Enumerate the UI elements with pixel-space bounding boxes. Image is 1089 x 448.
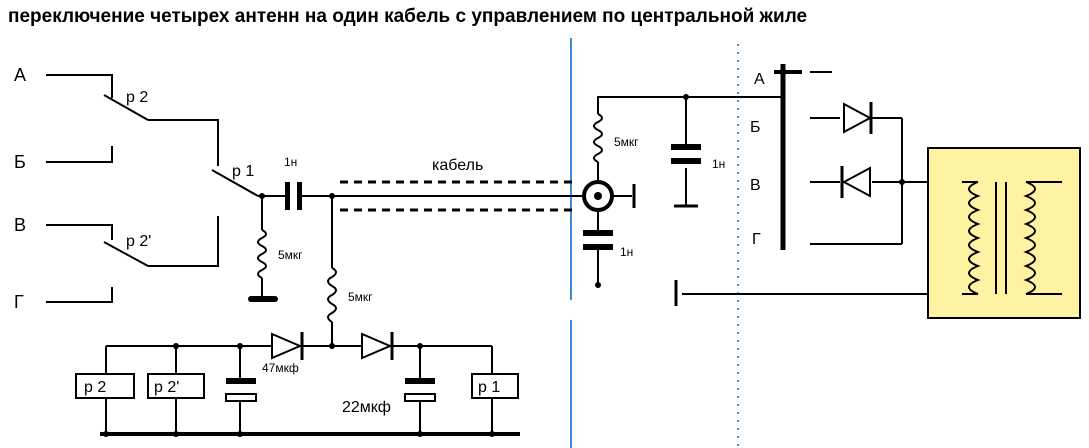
diagram-title: переключение четырех антенн на один кабе… [8,6,807,27]
label-relay-p1: р 1 [232,163,254,180]
relay-box-p2prime [147,373,205,399]
transformer-box [927,147,1081,319]
label-coil-mid: 5мкг [348,290,373,304]
label-relay-p2: р 2 [126,89,148,106]
coil-mid [327,267,337,323]
label-switch-v: В [750,177,761,194]
label-switch-g: Г [752,231,761,248]
label-coil-left: 5мкг [278,248,303,262]
cable-lines [340,180,578,212]
capacitor-1n-left [285,182,302,210]
label-cap-22: 22мкф [342,399,391,416]
label-relay-p2prime: р 2' [126,233,151,250]
capacitor-47 [225,378,257,402]
diode-upper-right [843,102,873,134]
diode-right [361,332,394,360]
ground-left [248,296,278,302]
label-antenna-g: Г [14,292,24,312]
label-cap-47: 47мкф [262,361,299,375]
capacitor-1n-right [671,144,701,164]
capacitor-22 [404,378,436,402]
label-switch-b: Б [750,119,761,136]
relay-box-p2 [75,373,135,399]
label-cable: кабель [432,157,483,174]
relay-box-p1 [471,373,519,399]
junction-dots [103,94,905,437]
capacitor-1n-bottom [583,230,613,250]
diode-lower-right [840,166,871,198]
right-wires [593,71,978,295]
label-antenna-b: Б [14,152,26,172]
label-box-p2prime: р 2' [154,379,179,396]
diode-left [271,332,304,360]
label-cap-1n-right: 1н [712,157,725,171]
label-coil-right: 5мкг [614,135,639,149]
label-switch-a: А [754,71,765,88]
label-cap-1n-bottom: 1н [620,245,633,259]
coil-right [593,113,603,163]
label-cap-1n-left: 1н [284,155,297,169]
label-box-p2: р 2 [84,379,106,396]
label-box-p1: р 1 [478,379,500,396]
coax-connector [582,180,636,212]
coil-left [257,229,267,279]
transformer [962,181,1062,295]
label-antenna-v: В [14,215,26,235]
label-antenna-a: А [14,65,26,85]
